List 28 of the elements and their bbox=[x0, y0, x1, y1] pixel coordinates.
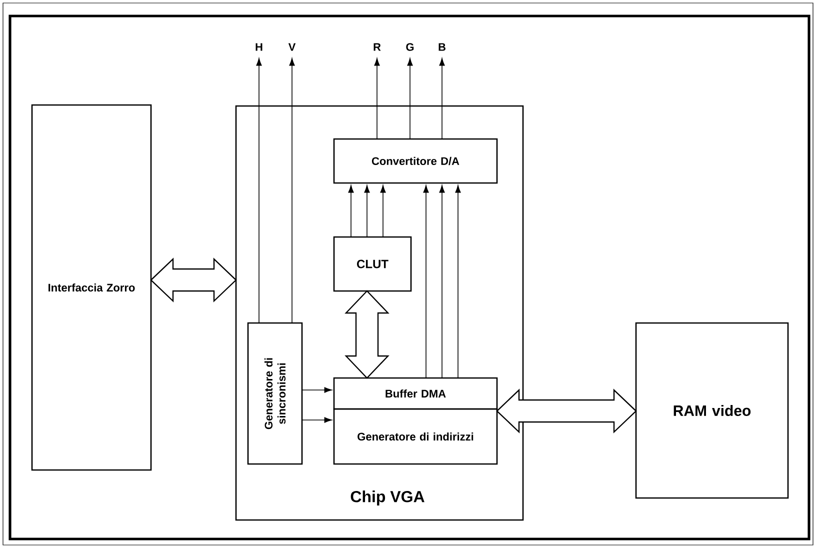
signal-label: H bbox=[256, 43, 262, 51]
signal-label: V bbox=[288, 43, 296, 51]
signal-label: G bbox=[406, 43, 414, 51]
arrow bbox=[348, 185, 354, 238]
block-box: Interfaccia Zorro bbox=[31, 104, 152, 471]
arrow bbox=[439, 185, 445, 378]
block-box: Convertitore D/A bbox=[333, 138, 498, 184]
double-arrow bbox=[496, 388, 637, 434]
arrow bbox=[256, 58, 262, 324]
block-box: Generatore di indirizzi bbox=[333, 408, 498, 465]
signal-label: R bbox=[374, 43, 381, 51]
arrow bbox=[364, 185, 370, 238]
arrow bbox=[407, 58, 413, 140]
arrow bbox=[423, 185, 429, 378]
block-box: Buffer DMA bbox=[333, 377, 498, 410]
block-box: RAM video bbox=[635, 322, 789, 499]
signal-label: B bbox=[438, 43, 446, 51]
block-box: CLUT bbox=[333, 236, 412, 292]
arrow bbox=[455, 185, 461, 378]
arrow bbox=[380, 185, 386, 238]
arrow bbox=[302, 417, 332, 423]
arrow bbox=[374, 58, 380, 140]
arrow bbox=[439, 58, 445, 140]
block-box: Generatore di sincronismi bbox=[247, 322, 303, 465]
double-arrow bbox=[150, 258, 237, 302]
arrow bbox=[289, 58, 295, 324]
double-arrow bbox=[344, 290, 390, 379]
arrow bbox=[302, 387, 332, 393]
